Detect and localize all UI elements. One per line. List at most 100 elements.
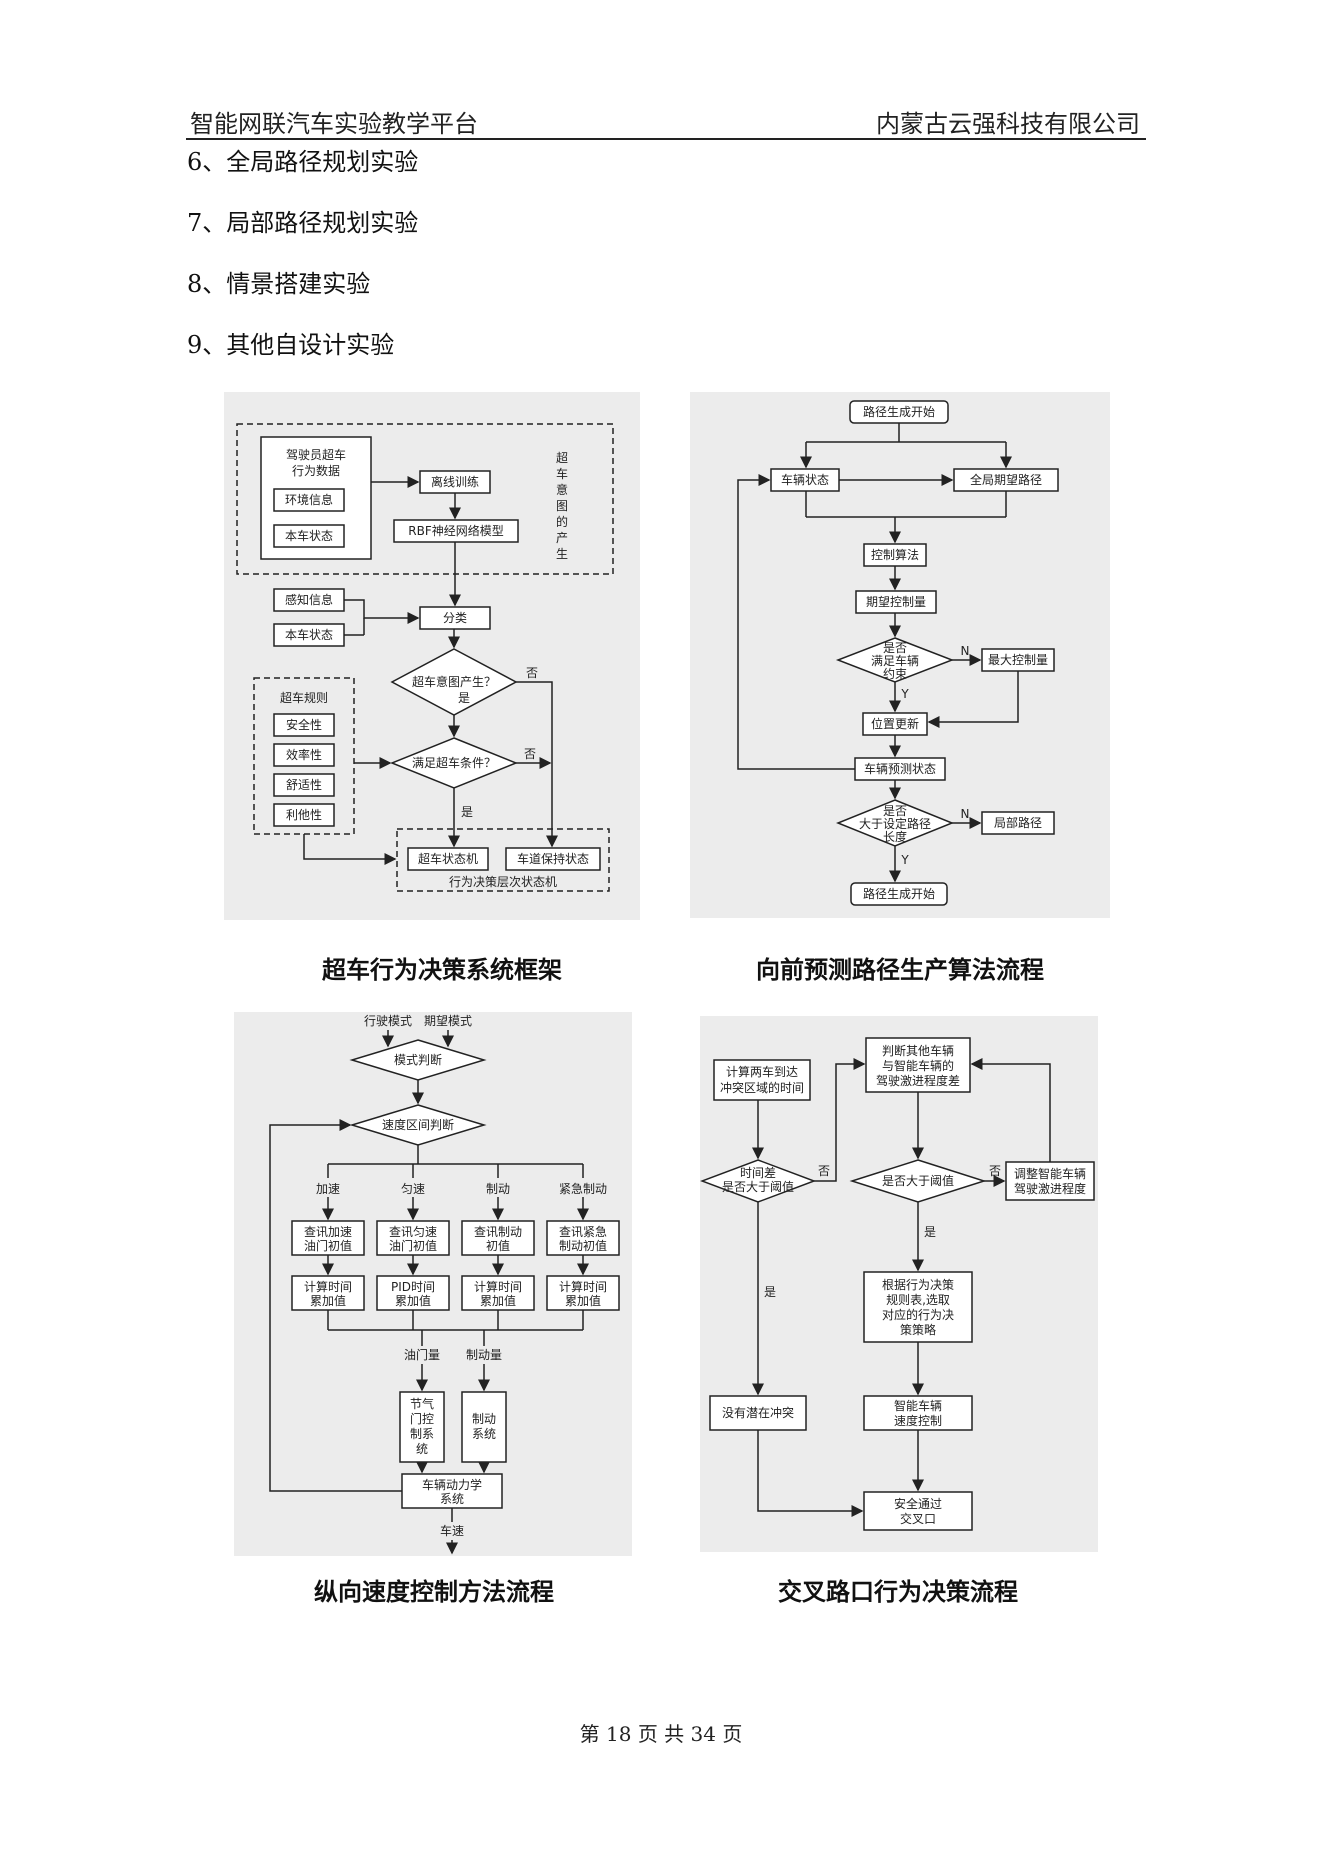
label: 行驶模式 bbox=[364, 1013, 412, 1028]
label: 制动 bbox=[472, 1412, 496, 1426]
label: 大于设定路径 bbox=[859, 816, 931, 831]
label: 计算两车到达 bbox=[726, 1064, 798, 1079]
label: 生 bbox=[556, 547, 568, 561]
label: 感知信息 bbox=[285, 592, 333, 607]
label: 累加值 bbox=[395, 1293, 431, 1308]
label: 制动量 bbox=[466, 1348, 502, 1362]
label: 效率性 bbox=[286, 747, 322, 762]
label: 驾驶激进程度 bbox=[1014, 1181, 1086, 1196]
label: 判断其他车辆 bbox=[882, 1043, 954, 1058]
label: 门控 bbox=[410, 1411, 434, 1426]
label: 节气 bbox=[410, 1396, 434, 1411]
label: 车速 bbox=[440, 1523, 464, 1538]
label: 紧急制动 bbox=[559, 1181, 607, 1196]
label: 车辆状态 bbox=[781, 472, 829, 487]
label: 策策略 bbox=[900, 1322, 936, 1337]
label: 满足车辆 bbox=[871, 653, 919, 668]
label: 计算时间 bbox=[304, 1279, 352, 1294]
label: 路径生成开始 bbox=[863, 886, 935, 901]
label: 匀速 bbox=[401, 1182, 425, 1196]
label: 满足超车条件？ bbox=[412, 755, 496, 770]
label: 本车状态 bbox=[285, 627, 333, 642]
label: 期望模式 bbox=[424, 1014, 472, 1028]
label: 环境信息 bbox=[285, 492, 333, 507]
label: 是 bbox=[458, 691, 470, 705]
label: 初值 bbox=[486, 1238, 510, 1253]
experiment-item: 9、其他自设计实验 bbox=[187, 331, 395, 359]
label: 交叉口 bbox=[900, 1511, 936, 1526]
label: 图 bbox=[556, 499, 568, 513]
figure-forward-prediction-flow: 路径生成开始 车辆状态 全局期望路径 控制算法 期望控制量 是否 满足车辆 约束… bbox=[690, 392, 1110, 918]
experiment-item: 8、情景搭建实验 bbox=[187, 270, 371, 298]
label: RBF神经网络模型 bbox=[408, 523, 503, 538]
label: 模式判断 bbox=[394, 1052, 442, 1067]
label: 否 bbox=[526, 666, 538, 680]
label: 安全通过 bbox=[894, 1496, 942, 1511]
label: 长度 bbox=[883, 829, 907, 844]
label: 期望控制量 bbox=[866, 595, 926, 609]
label: 查讯制动 bbox=[474, 1225, 522, 1239]
label: 控制算法 bbox=[871, 547, 919, 562]
label: 超车意图产生？ bbox=[412, 674, 496, 689]
label: 是 bbox=[924, 1225, 936, 1239]
label: Y bbox=[900, 853, 909, 867]
label: 是否 bbox=[883, 641, 907, 655]
experiment-item: 7、局部路径规划实验 bbox=[187, 209, 419, 237]
label: 车道保持状态 bbox=[517, 851, 589, 866]
label: 查讯匀速 bbox=[389, 1225, 437, 1239]
label: N bbox=[961, 807, 970, 821]
label: 车辆动力学 bbox=[422, 1477, 482, 1492]
label: 驾驶激进程度差 bbox=[876, 1073, 960, 1088]
figure-caption: 交叉路口行为决策流程 bbox=[778, 1578, 1018, 1606]
label: 是否大于阈值 bbox=[722, 1179, 794, 1194]
label: 规则表,选取 bbox=[886, 1292, 950, 1307]
label: 是否 bbox=[883, 804, 907, 818]
label: 累加值 bbox=[310, 1293, 346, 1308]
label: 时间差 bbox=[740, 1166, 776, 1180]
header-left: 智能网联汽车实验教学平台 bbox=[190, 110, 478, 138]
label: 是否大于阈值 bbox=[882, 1173, 954, 1188]
figure-longitudinal-speed-control: 行驶模式 期望模式 模式判断 速度区间判断 加速 匀速 制动 紧急制动 查讯加速… bbox=[234, 1012, 632, 1556]
label: 与智能车辆的 bbox=[882, 1058, 954, 1073]
label: 计算时间 bbox=[474, 1279, 522, 1294]
header-right: 内蒙古云强科技有限公司 bbox=[876, 110, 1140, 138]
label: 计算时间 bbox=[559, 1279, 607, 1294]
label: 查讯紧急 bbox=[559, 1224, 607, 1239]
label: 没有潜在冲突 bbox=[722, 1405, 794, 1420]
label: N bbox=[961, 644, 970, 658]
label: 速度区间判断 bbox=[382, 1117, 454, 1132]
label: 否 bbox=[524, 747, 536, 761]
label: 油门初值 bbox=[304, 1238, 352, 1253]
label: 查讯加速 bbox=[304, 1225, 352, 1239]
figure-caption: 纵向速度控制方法流程 bbox=[314, 1578, 554, 1606]
label: 根据行为决策 bbox=[882, 1278, 954, 1292]
label: PID时间 bbox=[391, 1280, 435, 1294]
label: 系统 bbox=[440, 1492, 464, 1506]
label: 局部路径 bbox=[994, 815, 1042, 830]
label: 最大控制量 bbox=[988, 653, 1048, 667]
label: 系统 bbox=[472, 1427, 496, 1441]
label: 的 bbox=[556, 514, 568, 529]
label: 本车状态 bbox=[285, 528, 333, 543]
label: 路径生成开始 bbox=[863, 404, 935, 419]
label: 否 bbox=[989, 1164, 1001, 1178]
label: 意 bbox=[556, 482, 568, 497]
label: 速度控制 bbox=[894, 1413, 942, 1428]
figure-caption: 超车行为决策系统框架 bbox=[322, 956, 562, 984]
label: 制系 bbox=[410, 1427, 434, 1441]
experiment-item: 6、全局路径规划实验 bbox=[187, 148, 419, 176]
label: 超车状态机 bbox=[418, 851, 478, 866]
page-number: 第 18 页 共 34 页 bbox=[579, 1722, 743, 1746]
label: 对应的行为决 bbox=[882, 1307, 954, 1322]
label: 是 bbox=[764, 1285, 776, 1299]
label: 否 bbox=[818, 1164, 830, 1178]
label: 调整智能车辆 bbox=[1014, 1166, 1086, 1181]
label: 加速 bbox=[316, 1182, 340, 1196]
label: 冲突区域的时间 bbox=[720, 1080, 804, 1095]
label: 油门初值 bbox=[389, 1238, 437, 1253]
label: 制动 bbox=[486, 1182, 510, 1196]
label: 制动初值 bbox=[559, 1238, 607, 1253]
label: 统 bbox=[416, 1442, 428, 1456]
figure-caption: 向前预测路径生产算法流程 bbox=[756, 956, 1044, 984]
label: 分类 bbox=[443, 611, 467, 625]
